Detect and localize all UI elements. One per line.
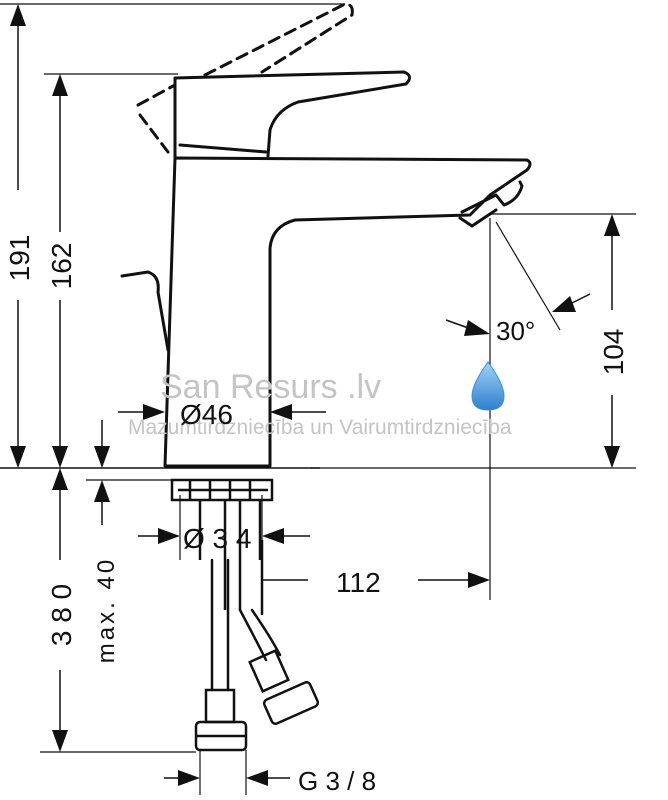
popup-rod [120, 270, 170, 352]
dim-spout-height: 162 [46, 243, 77, 290]
dim-body-diameter: Ø46 [180, 399, 233, 430]
fitting-left [204, 688, 236, 724]
mounting-nut [170, 478, 274, 502]
dim-spout-reach: 112 [336, 567, 381, 598]
dim-spray-angle: 30° [496, 316, 535, 346]
threaded-rod [223, 500, 242, 610]
faucet-outline [120, 70, 532, 468]
aerator [458, 180, 524, 228]
faucet-body [163, 156, 532, 468]
hose-fittings [194, 649, 320, 752]
dimension-arrowheads [10, 4, 620, 786]
hose-left [210, 558, 230, 692]
dim-hose-length: 3 8 0 [46, 584, 77, 646]
dim-mount-diameter: Ø 3 4 [183, 523, 251, 554]
dim-connection: G 3 / 8 [298, 766, 376, 796]
lever-handle [173, 70, 411, 160]
watermark-brand: San Resurs .lv [160, 368, 381, 406]
lever-base [178, 143, 268, 154]
fitting-right [248, 649, 290, 693]
watermark-tagline: Mazumtirdzniecība un Vairumtirdzniecība [128, 416, 512, 439]
water-drop-icon [471, 361, 505, 411]
dim-deck-thickness: max. 40 [93, 557, 120, 663]
dim-total-height: 191 [4, 235, 35, 282]
connection-nut-right [262, 680, 320, 726]
dim-outlet-height: 104 [598, 329, 629, 376]
lever-raised-dashed [136, 2, 354, 154]
